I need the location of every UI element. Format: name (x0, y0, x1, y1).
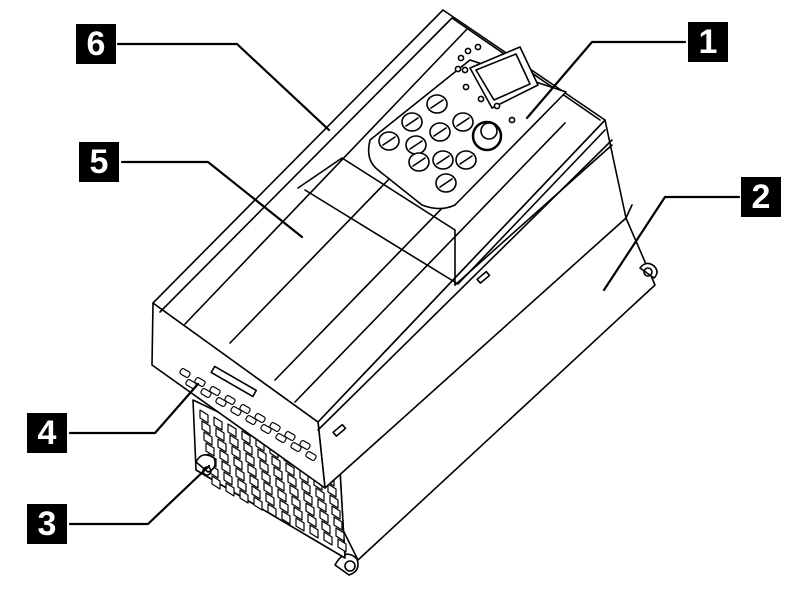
keypad-button-icon (429, 122, 451, 142)
callout-5: 5 (79, 142, 119, 182)
callout-6: 6 (76, 24, 116, 64)
indicator-led-icon (493, 102, 501, 110)
leader-line-5 (120, 160, 304, 239)
leader-line-1 (525, 40, 687, 120)
indicator-led-icon (454, 65, 462, 73)
indicator-led-icon (464, 47, 472, 55)
keypad-button-icon (426, 94, 448, 114)
dial-knob-icon (471, 120, 503, 152)
callout-1: 1 (688, 22, 728, 62)
indicator-led-icon (462, 83, 470, 91)
keypad-button-icon (432, 150, 454, 170)
indicator-led-icon (474, 43, 482, 51)
leader-line-3 (68, 464, 211, 526)
leader-line-2 (602, 195, 741, 292)
callout-3: 3 (27, 504, 67, 544)
keypad-button-icon (405, 135, 427, 155)
leader-lines (68, 40, 741, 526)
indicator-led-icon (477, 95, 485, 103)
indicator-led-icon (508, 116, 516, 124)
keypad-button-icon (378, 131, 400, 151)
indicator-led-icon (461, 66, 469, 74)
keypad-button-icon (435, 173, 457, 193)
main-housing (151, 9, 627, 489)
leader-line-6 (116, 42, 331, 132)
keypad-panel (367, 43, 567, 210)
callout-4: 4 (27, 413, 67, 453)
keypad-button-icon (455, 150, 477, 170)
keypad-button-icon (408, 152, 430, 172)
indicator-led-icon (457, 54, 465, 62)
callout-2: 2 (741, 177, 781, 217)
keypad-button-icon (401, 112, 423, 132)
leader-line-4 (68, 382, 200, 435)
keypad-button-icon (452, 112, 474, 132)
